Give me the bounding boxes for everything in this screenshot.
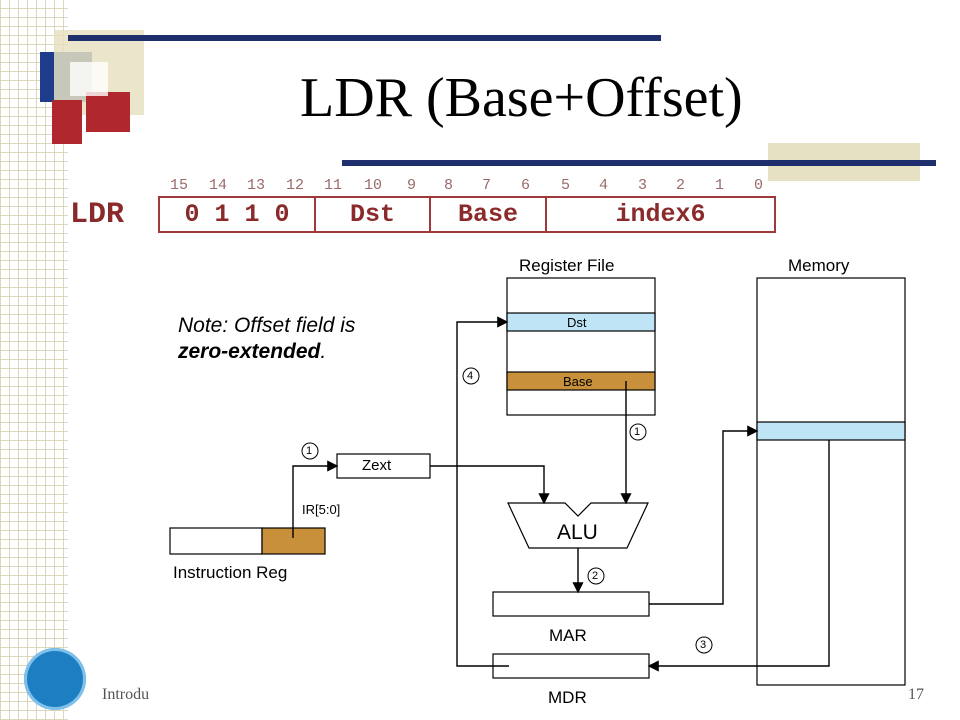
- dst-field: Dst: [314, 196, 429, 233]
- bit-number: 12: [286, 177, 305, 194]
- bit-number: 13: [247, 177, 266, 194]
- step-1-base: 1: [634, 426, 641, 438]
- note-period: .: [320, 340, 327, 364]
- note-line-1: Note: Offset field is: [178, 314, 356, 337]
- mar-label: MAR: [549, 626, 587, 645]
- mdr-box: [492, 653, 650, 679]
- alu-label: ALU: [557, 521, 598, 544]
- title-underline: [342, 160, 936, 166]
- bit-number: 7: [482, 177, 492, 194]
- slide-title: LDR (Base+Offset): [300, 67, 743, 129]
- bit-number: 10: [364, 177, 383, 194]
- deco-square-red-small: [52, 100, 82, 144]
- bit-number: 11: [324, 177, 343, 194]
- wire-memory-mdr: [647, 440, 830, 672]
- bit-number: 1: [715, 177, 725, 194]
- step-4-dst: 4: [467, 370, 474, 382]
- bit-number: 5: [561, 177, 571, 194]
- footer-course-title: Introdu: [102, 686, 150, 703]
- university-logo-icon: [24, 648, 86, 710]
- memory-box: [756, 277, 906, 686]
- bit-number: 3: [638, 177, 648, 194]
- slide-page-number: 17: [908, 686, 924, 703]
- bit-number: 15: [170, 177, 189, 194]
- base-register: [506, 371, 656, 391]
- zext-label: Zext: [362, 457, 392, 474]
- ir-bits-label: IR[5:0]: [302, 502, 341, 517]
- note-emphasis: zero-extended: [178, 340, 321, 364]
- bit-number: 6: [521, 177, 531, 194]
- zext-box: [336, 453, 431, 479]
- instruction-reg-box: [169, 527, 263, 555]
- wire-zext-alu: [430, 465, 550, 505]
- base-register-label: Base: [563, 374, 593, 389]
- bit-number: 9: [407, 177, 417, 194]
- mar-box: [492, 591, 650, 617]
- memory-label: Memory: [788, 256, 850, 275]
- memory-location: [756, 421, 906, 441]
- wire-ir-zext: [292, 460, 339, 538]
- bit-number: 0: [754, 177, 764, 194]
- step-3-mdr: 3: [700, 639, 707, 651]
- step-2-mar: 2: [592, 570, 599, 582]
- offset-note: Note: Offset field is zero-extended.: [178, 313, 355, 366]
- deco-square-white: [70, 62, 108, 96]
- mdr-label: MDR: [548, 688, 587, 707]
- index6-field: index6: [545, 196, 776, 233]
- step-marker-zext: [301, 442, 319, 460]
- bit-number: 4: [599, 177, 609, 194]
- step-marker-base: [629, 423, 647, 441]
- bit-number: 8: [444, 177, 454, 194]
- wire-mar-memory: [649, 425, 759, 605]
- alu-shape: [507, 502, 649, 549]
- dst-register-label: Dst: [567, 315, 587, 330]
- opcode-field: 0 1 1 0: [158, 196, 314, 233]
- instruction-mnemonic: LDR: [70, 198, 125, 232]
- step-marker-mar: [587, 567, 605, 585]
- bit-number: 2: [676, 177, 686, 194]
- instruction-reg-label: Instruction Reg: [173, 563, 288, 582]
- step-marker-mdr: [695, 636, 713, 654]
- register-file-label: Register File: [519, 256, 615, 275]
- top-rule: [68, 35, 661, 41]
- base-field: Base: [429, 196, 545, 233]
- bit-number: 14: [209, 177, 228, 194]
- deco-square-red: [86, 92, 130, 132]
- wire-mdr-dst: [456, 316, 509, 667]
- step-marker-dst: [462, 367, 480, 385]
- register-file-box: [506, 277, 656, 416]
- step-1-zext: 1: [306, 445, 313, 457]
